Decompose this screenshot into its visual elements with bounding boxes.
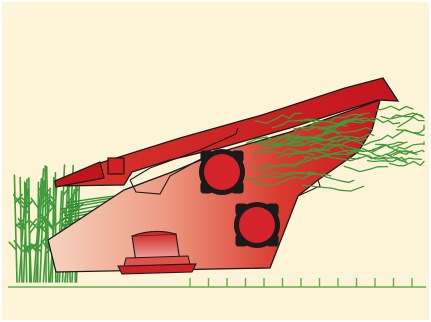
rotor-disc xyxy=(239,207,275,243)
rotor-disc xyxy=(204,154,240,190)
stalk xyxy=(45,166,46,282)
rotor-lower xyxy=(234,202,280,248)
stalk xyxy=(38,182,39,282)
rotor-upper xyxy=(199,149,245,195)
